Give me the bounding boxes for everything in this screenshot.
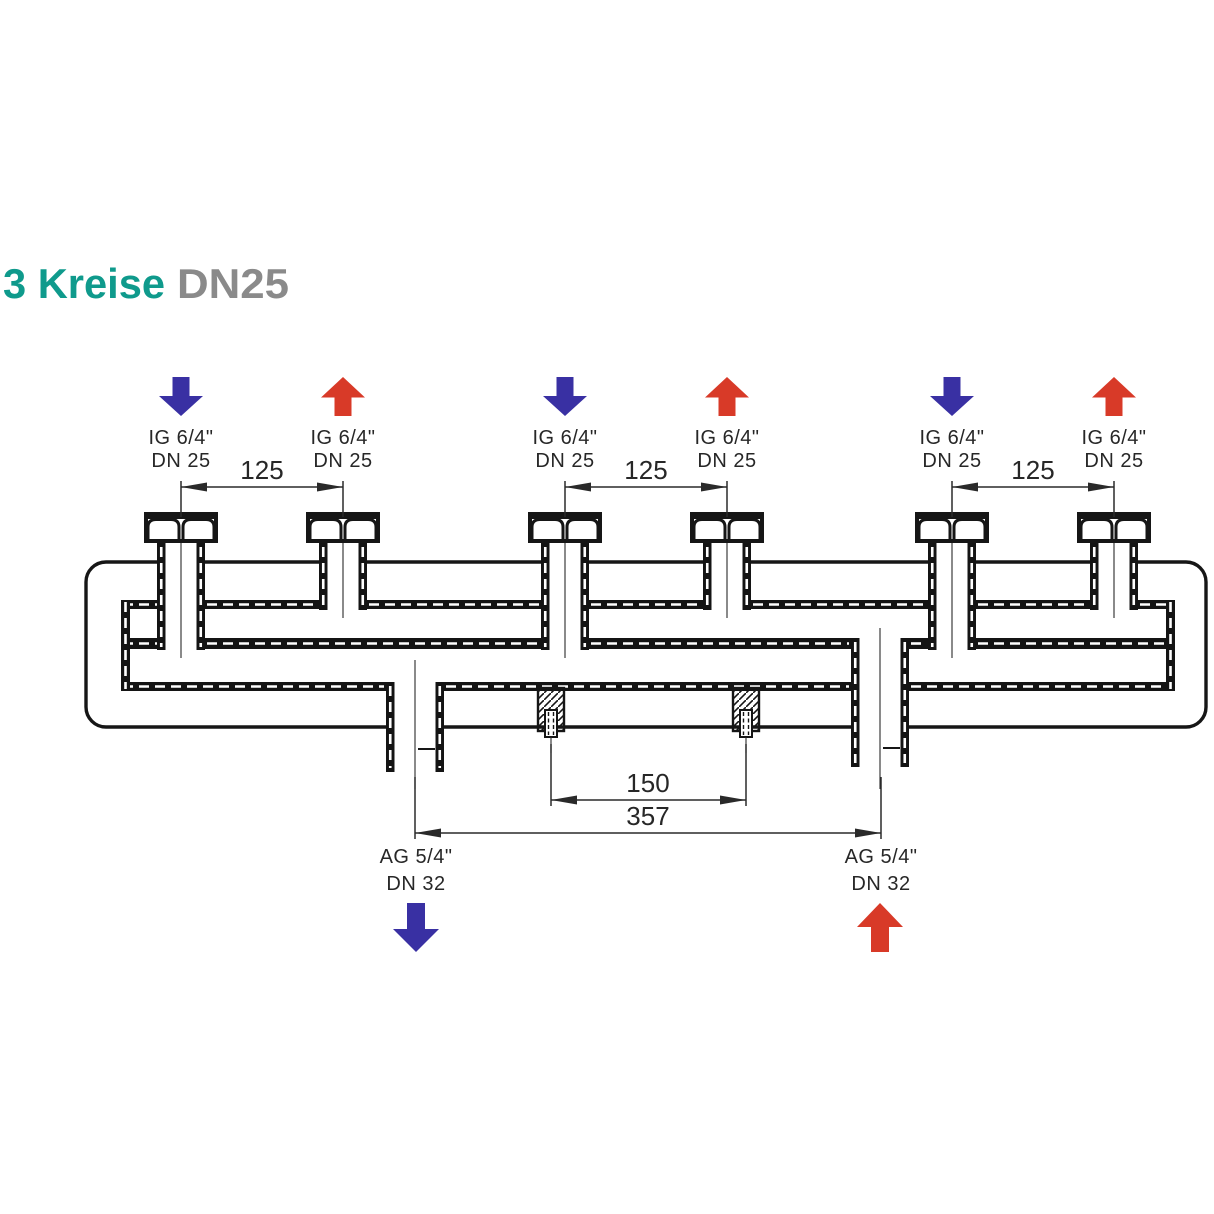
title-suffix: DN25 [177, 260, 289, 307]
flow-up-arrow [1092, 377, 1136, 416]
connection-label-size: IG 6/4" [532, 427, 597, 449]
bottom-pipe-return [851, 628, 909, 789]
connection-label-dn: DN 25 [697, 450, 756, 472]
connection-label-dn: DN 25 [535, 450, 594, 472]
flow-down-arrow [393, 903, 439, 952]
nut-circuit1-flow [146, 514, 216, 541]
connection-label-dn: DN 25 [1084, 450, 1143, 472]
dimension-125-pair2: 125 [564, 455, 728, 517]
nut-circuit3-return [1079, 514, 1149, 541]
top-connection-6: IG 6/4" DN 25 [1081, 377, 1146, 472]
nut-circuit2-flow [530, 514, 600, 541]
dimension-125-pair3: 125 [951, 455, 1115, 517]
dim-125-text: 125 [624, 455, 667, 485]
nut-circuit1-return [308, 514, 378, 541]
connection-label-dn: DN 32 [851, 873, 910, 895]
dim-125-text: 125 [240, 455, 283, 485]
dim-150-text: 150 [626, 768, 669, 798]
nut-circuit2-return [692, 514, 762, 541]
chamber-walls [121, 600, 1175, 691]
connection-label-size: IG 6/4" [1081, 427, 1146, 449]
flow-up-arrow [857, 903, 903, 952]
nut-circuit3-flow [917, 514, 987, 541]
connection-label-dn: DN 25 [922, 450, 981, 472]
dim-357-text: 357 [626, 801, 669, 831]
bottom-connection-1: AG 5/4" DN 32 [380, 846, 453, 952]
connection-label-size: IG 6/4" [919, 427, 984, 449]
connection-label-size: IG 6/4" [148, 427, 213, 449]
connection-label-size: IG 6/4" [310, 427, 375, 449]
union-nuts [146, 514, 1149, 541]
dimension-357: 357 [414, 777, 882, 839]
sensor-boss-right [731, 686, 761, 755]
sensor-boss-left [536, 686, 566, 755]
title-main: 3 Kreise [3, 260, 165, 307]
flow-down-arrow [543, 377, 587, 416]
top-connection-5: IG 6/4" DN 25 [919, 377, 984, 472]
top-connection-2: IG 6/4" DN 25 [310, 377, 375, 472]
bottom-connection-2: AG 5/4" DN 32 [845, 846, 918, 952]
flow-down-arrow [930, 377, 974, 416]
flow-up-arrow [321, 377, 365, 416]
connection-label-dn: DN 32 [386, 873, 445, 895]
dimension-150: 150 [550, 744, 747, 806]
connection-label-size: IG 6/4" [694, 427, 759, 449]
top-connection-3: IG 6/4" DN 25 [532, 377, 597, 472]
flow-down-arrow [159, 377, 203, 416]
connection-label-size: AG 5/4" [380, 846, 453, 868]
connection-label-dn: DN 25 [151, 450, 210, 472]
dimension-125-pair1: 125 [180, 455, 344, 517]
dim-125-text: 125 [1011, 455, 1054, 485]
connection-label-size: AG 5/4" [845, 846, 918, 868]
top-connection-1: IG 6/4" DN 25 [148, 377, 213, 472]
connection-label-dn: DN 25 [313, 450, 372, 472]
flow-up-arrow [705, 377, 749, 416]
manifold-body [84, 514, 1208, 789]
bottom-pipe-flow [386, 660, 444, 789]
top-connection-4: IG 6/4" DN 25 [694, 377, 759, 472]
page-title: 3 Kreise DN25 [3, 260, 289, 307]
